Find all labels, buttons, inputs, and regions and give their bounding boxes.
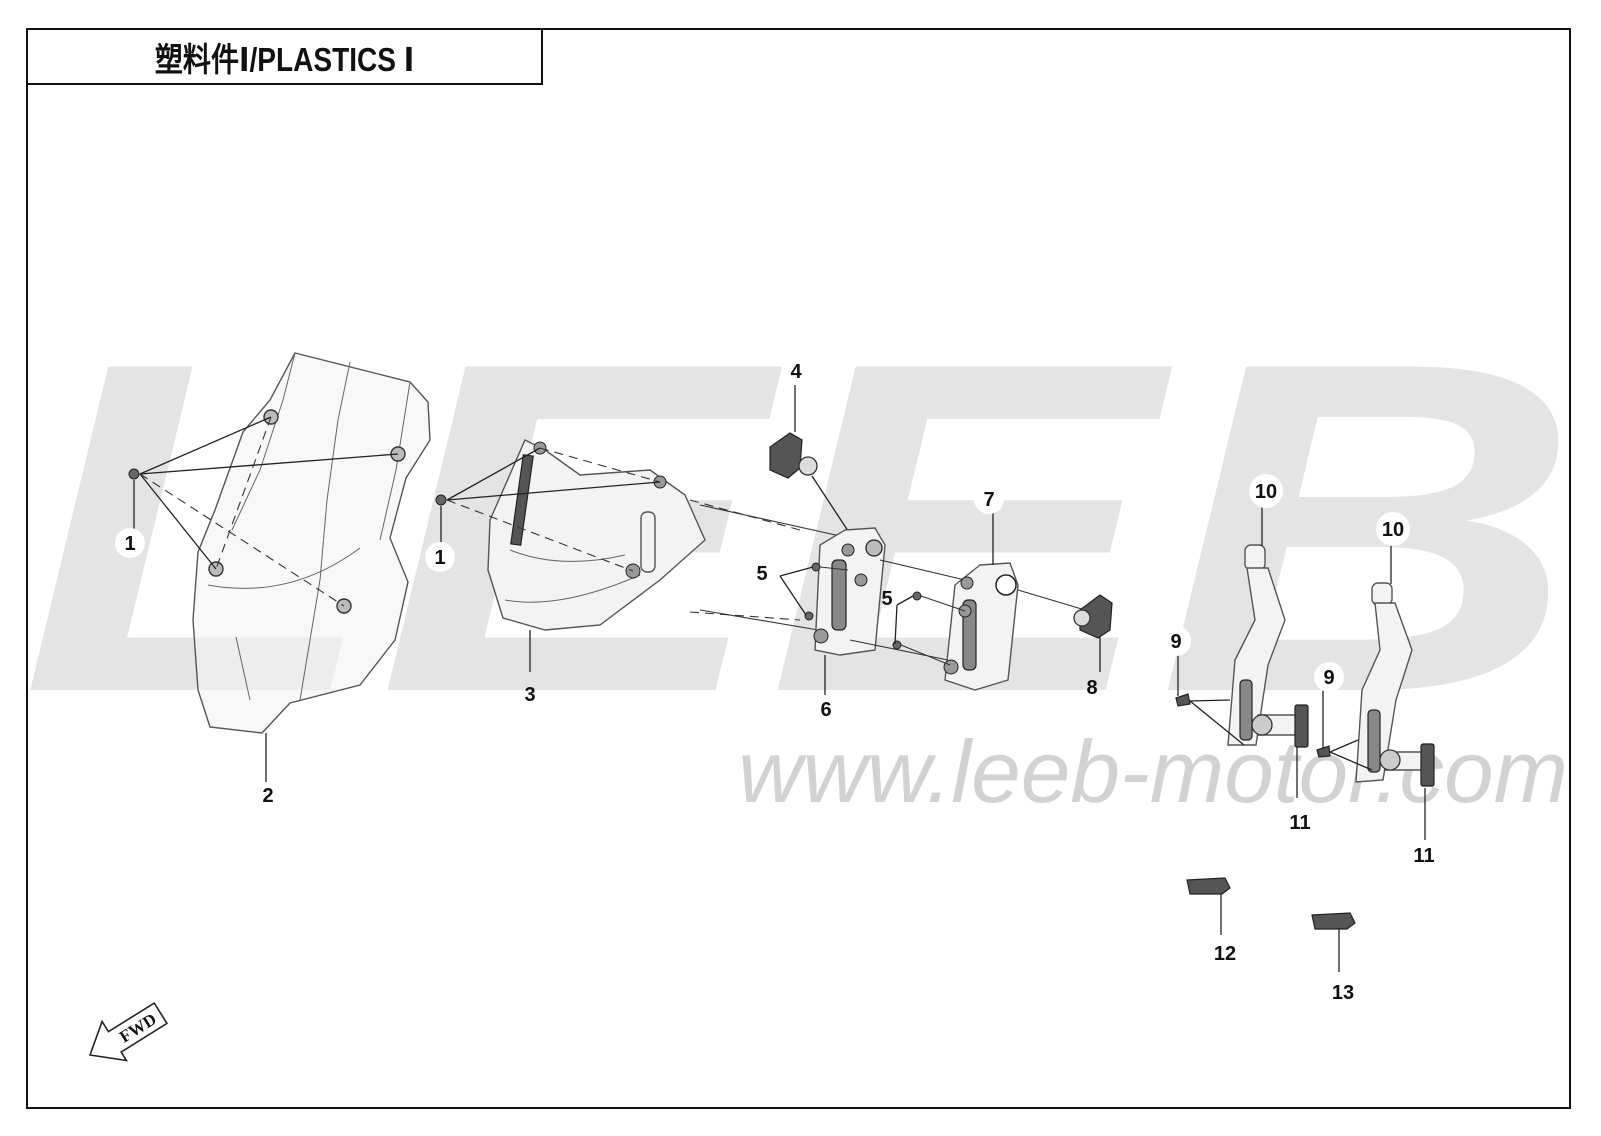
callouts: 1 1 2 3 4 5 5 6 7 8 9 9 10 10 11 11 12 1… <box>115 361 1435 1004</box>
callout-1a: 1 <box>124 533 135 555</box>
callout-9b: 9 <box>1323 667 1334 689</box>
leader-lines-1b <box>440 447 661 672</box>
leader-lines-1a <box>133 416 399 607</box>
callout-9a: 9 <box>1170 631 1181 653</box>
callout-8: 8 <box>1086 677 1097 699</box>
callout-5a: 5 <box>756 563 767 585</box>
fwd-arrow: FWD <box>88 1001 169 1062</box>
part-4-knob <box>769 385 853 538</box>
callout-10b: 10 <box>1382 519 1404 541</box>
callout-10a: 10 <box>1255 481 1277 503</box>
callout-6: 6 <box>820 699 831 721</box>
part-6-clamp <box>813 527 886 695</box>
diagram-frame <box>26 28 1571 1109</box>
windshield-part <box>192 352 431 734</box>
callout-13: 13 <box>1332 982 1354 1004</box>
callout-4: 4 <box>790 361 802 383</box>
part-13-clip <box>1311 912 1356 972</box>
callout-3: 3 <box>524 684 535 706</box>
callout-11b: 11 <box>1413 845 1434 867</box>
part-8-knob <box>1017 589 1113 672</box>
callout-1b: 1 <box>434 547 445 569</box>
callout-11a: 11 <box>1289 812 1310 834</box>
right-arm-assembly <box>1355 542 1435 840</box>
left-arm-assembly <box>1227 503 1309 798</box>
watermark-url: www.leeb-motor.com <box>738 722 1568 821</box>
callout-2: 2 <box>262 785 273 807</box>
bracket-frame-part <box>487 439 706 631</box>
callout-5b: 5 <box>881 588 892 610</box>
callout-7: 7 <box>983 489 994 511</box>
part-12-clip <box>1186 877 1231 935</box>
title-box: 塑料件Ⅰ/PLASTICS Ⅰ <box>26 28 543 85</box>
callout-12: 12 <box>1214 943 1236 965</box>
part-7-clamp <box>943 512 1019 691</box>
page-title: 塑料件Ⅰ/PLASTICS Ⅰ <box>154 40 415 78</box>
